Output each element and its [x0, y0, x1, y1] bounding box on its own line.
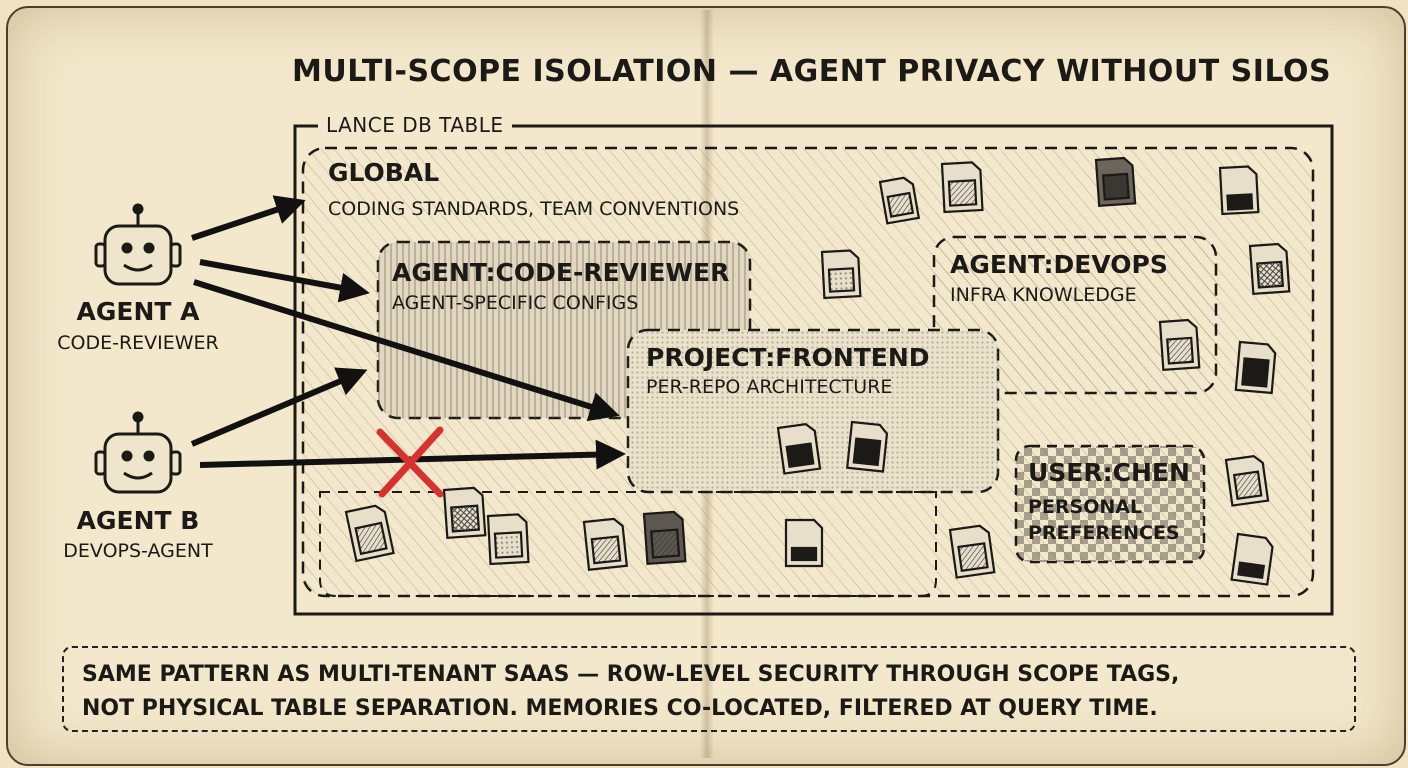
agent-b-name: AGENT B	[76, 506, 200, 535]
scope-agent-devops-subtitle: INFRA KNOWLEDGE	[950, 284, 1137, 306]
agent-a-name: AGENT A	[76, 297, 200, 326]
scope-global-subtitle: CODING STANDARDS, TEAM CONVENTIONS	[328, 198, 740, 220]
scope-agent-devops-title: AGENT:DEVOPS	[950, 250, 1168, 279]
scope-project-frontend-subtitle: PER-REPO ARCHITECTURE	[646, 376, 893, 398]
scope-global-title: GLOBAL	[328, 158, 440, 187]
robot-icon	[94, 203, 182, 286]
lancedb-table-label: LANCE DB TABLE	[318, 113, 512, 137]
scope-user-chen-subtitle-2: PREFERENCES	[1028, 522, 1180, 544]
scope-user-chen-subtitle-1: PERSONAL	[1028, 496, 1143, 518]
scope-user-chen-title: USER:CHEN	[1028, 458, 1190, 487]
arrow-agent-a-to-project-frontend	[193, 279, 620, 422]
scope-agent-code-reviewer-title: AGENT:CODE-REVIEWER	[392, 258, 730, 287]
footer-line-1: SAME PATTERN AS MULTI-TENANT SAAS — ROW-…	[82, 662, 1180, 687]
agent-b-role: DEVOPS-AGENT	[63, 540, 213, 562]
red-x-icon	[376, 426, 444, 498]
agent-a-role: CODE-REVIEWER	[57, 332, 219, 354]
scope-user-chen-region	[1014, 444, 1206, 564]
lancedb-table-frame	[293, 124, 1334, 616]
arrow-agent-b-to-code-reviewer	[190, 367, 368, 447]
memory-card-icons	[344, 156, 1291, 586]
scope-agent-devops-region	[932, 235, 1218, 395]
access-arrows	[190, 195, 626, 470]
footer-note: SAME PATTERN AS MULTI-TENANT SAAS — ROW-…	[62, 646, 1356, 732]
page-title: MULTI-SCOPE ISOLATION — AGENT PRIVACY WI…	[292, 54, 1332, 89]
arrow-agent-a-to-code-reviewer	[199, 259, 370, 303]
footer-line-2: NOT PHYSICAL TABLE SEPARATION. MEMORIES …	[82, 696, 1158, 721]
arrow-agent-a-to-global	[191, 195, 306, 241]
scope-project-frontend-title: PROJECT:FRONTEND	[646, 343, 930, 372]
scope-agent-code-reviewer-subtitle: AGENT-SPECIFIC CONFIGS	[392, 292, 639, 314]
robot-icon	[94, 411, 182, 494]
